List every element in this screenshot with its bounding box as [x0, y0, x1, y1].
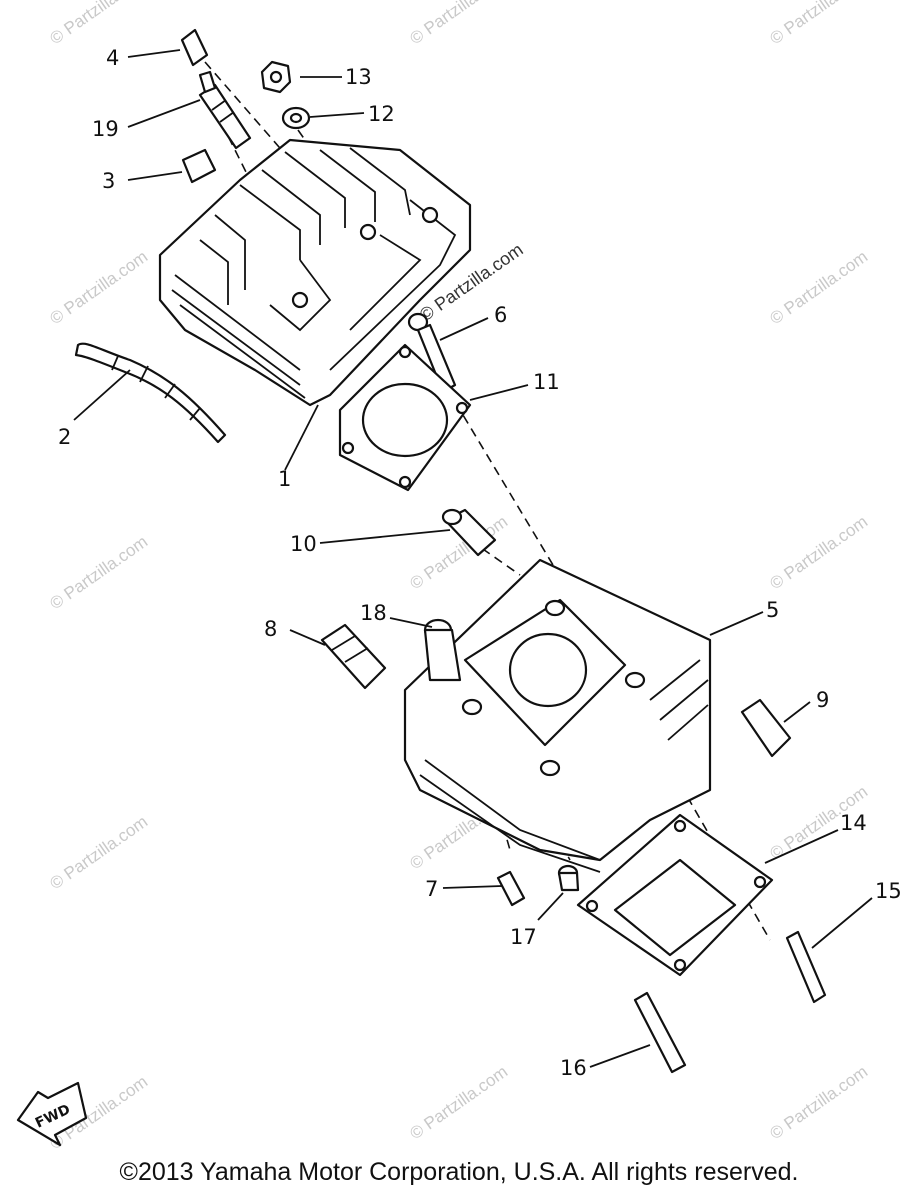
small-stud [496, 870, 526, 907]
leader-lines [73, 49, 873, 1068]
nut [260, 60, 292, 94]
watermark: © Partzilla.com [46, 247, 151, 328]
copyright-notice: ©2013 Yamaha Motor Corporation, U.S.A. A… [119, 1158, 799, 1186]
watermark: © Partzilla.com [46, 532, 151, 613]
dowel [423, 618, 462, 682]
watermark: © Partzilla.com [766, 0, 871, 48]
fwd-arrow: FWD [16, 1081, 88, 1147]
cylinder [403, 558, 712, 873]
callout-19: 19 [92, 117, 119, 141]
cylinder-head [158, 138, 472, 407]
fitting [441, 508, 497, 557]
callout-4: 4 [106, 46, 119, 70]
watermark: © Partzilla.com [766, 512, 871, 593]
callout-11: 11 [533, 370, 560, 394]
small-block [181, 148, 217, 184]
callout-14: 14 [840, 811, 867, 835]
callout-3: 3 [102, 169, 115, 193]
watermark: © Partzilla.com [406, 1062, 511, 1143]
callout-2: 2 [58, 425, 71, 449]
callout-8: 8 [264, 617, 277, 641]
callout-18: 18 [360, 601, 387, 625]
callout-17: 17 [510, 925, 537, 949]
spark-plug [198, 70, 252, 150]
watermark: © Partzilla.com [766, 247, 871, 328]
stud-bolt-15 [785, 930, 827, 1004]
callout-10: 10 [290, 532, 317, 556]
callout-9: 9 [816, 688, 829, 712]
base-gasket [576, 813, 774, 977]
callout-13: 13 [345, 65, 372, 89]
callouts: 4 19 3 13 12 6 11 2 1 10 8 18 5 9 14 7 1… [58, 46, 902, 1080]
callout-6: 6 [494, 303, 507, 327]
washer [281, 106, 311, 130]
callout-1: 1 [278, 467, 291, 491]
dowel-pin [557, 864, 580, 892]
callout-15: 15 [875, 879, 902, 903]
stud-bolt-16 [633, 991, 687, 1074]
hose [74, 342, 227, 444]
watermark: © Partzilla.com [46, 812, 151, 893]
watermark: © Partzilla.com [766, 1062, 871, 1143]
watermark: © Partzilla.com [406, 0, 511, 48]
callout-5: 5 [766, 598, 779, 622]
pin [180, 28, 209, 67]
block-9 [740, 698, 792, 758]
head-gasket [338, 343, 472, 492]
callout-7: 7 [425, 877, 438, 901]
block-8 [320, 623, 387, 690]
watermark: © Partzilla.com [46, 0, 151, 48]
callout-16: 16 [560, 1056, 587, 1080]
callout-12: 12 [368, 102, 395, 126]
